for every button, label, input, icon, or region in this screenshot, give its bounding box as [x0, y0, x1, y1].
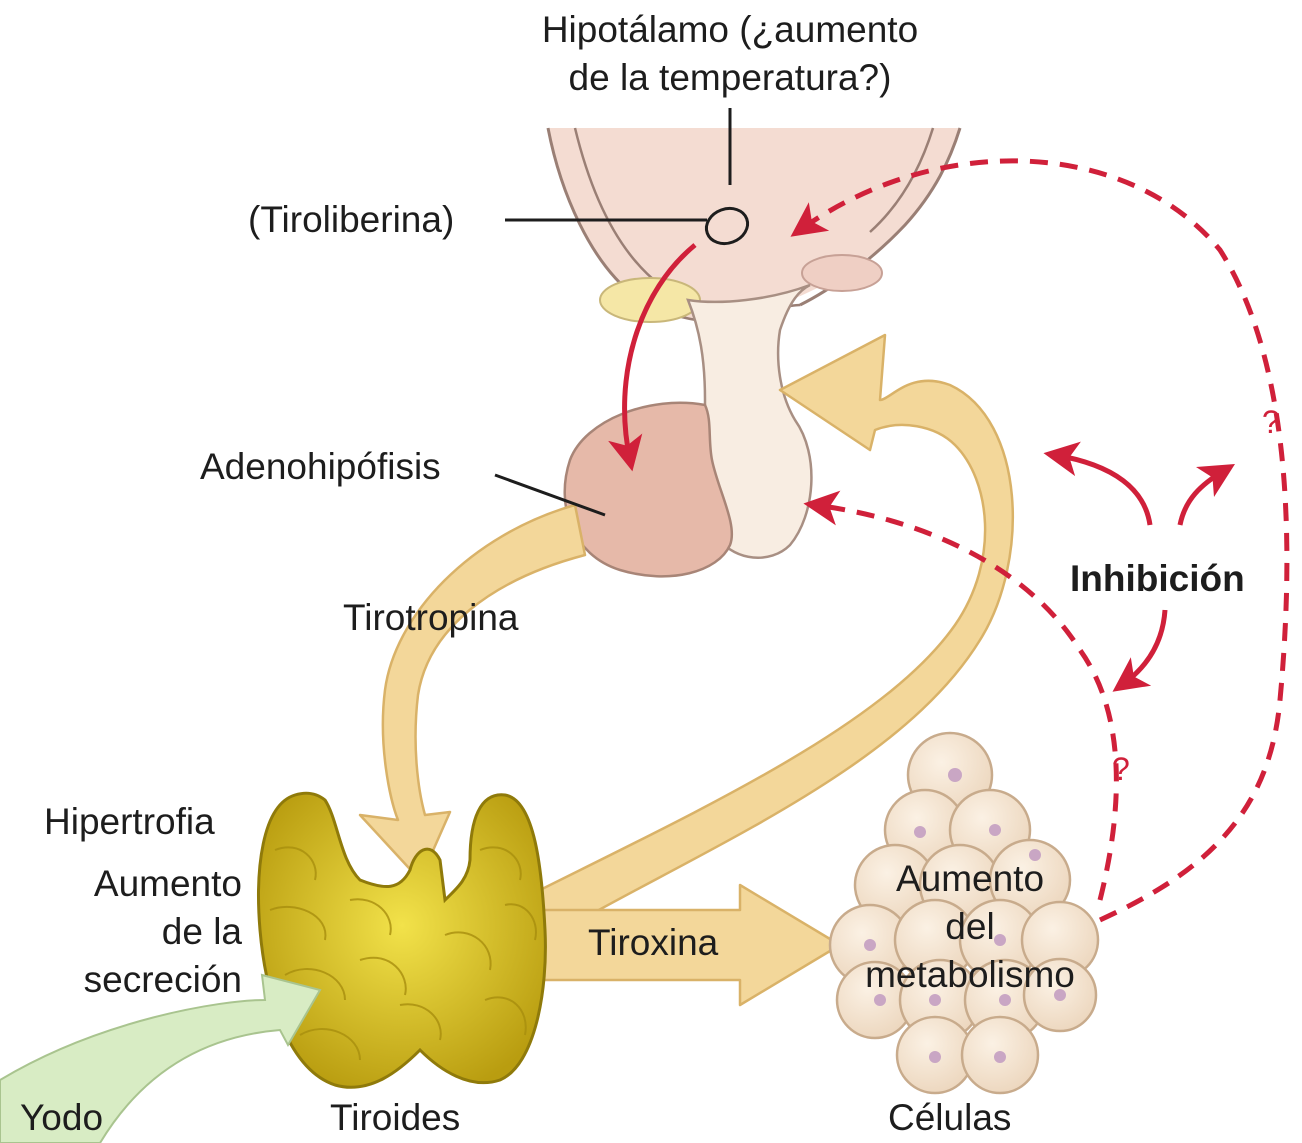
- metabolism-label: Aumento del metabolismo: [840, 855, 1100, 999]
- metabolism-label-line3: metabolismo: [840, 951, 1100, 999]
- inhibition-label: Inhibición: [1070, 555, 1245, 603]
- question-mark-bottom: ?: [1112, 745, 1130, 793]
- inhibition-arrow-down: [1122, 610, 1165, 685]
- mammillary-body: [802, 255, 882, 291]
- inhibition-arrow-right: [1180, 470, 1225, 525]
- metabolism-label-line1: Aumento: [840, 855, 1100, 903]
- inhibition-arrow-left: [1055, 455, 1150, 525]
- hypothalamus-label-line1: Hipotálamo (¿aumento: [470, 6, 990, 54]
- metabolism-label-line2: del: [840, 903, 1100, 951]
- secretion-label: Aumento de la secreción: [30, 860, 242, 1004]
- adenohypophysis-label: Adenohipófisis: [200, 443, 441, 491]
- tsh-label: Tirotropina: [343, 594, 518, 642]
- trh-label: (Tiroliberina): [248, 196, 454, 244]
- hypothalamus-label-line2: de la temperatura?): [470, 54, 990, 102]
- question-mark-top: ?: [1262, 398, 1280, 446]
- hypothalamus-label: Hipotálamo (¿aumento de la temperatura?): [470, 6, 990, 102]
- secretion-label-line2: de la: [30, 908, 242, 956]
- thyroxine-label: Tiroxina: [588, 919, 718, 967]
- thyroid-label: Tiroides: [330, 1094, 460, 1142]
- cells-label: Células: [888, 1094, 1011, 1142]
- hypertrophy-label: Hipertrofia: [44, 798, 215, 846]
- secretion-label-line3: secreción: [30, 956, 242, 1004]
- adenohypophysis: [565, 403, 732, 577]
- secretion-label-line1: Aumento: [30, 860, 242, 908]
- iodine-label: Yodo: [20, 1094, 103, 1142]
